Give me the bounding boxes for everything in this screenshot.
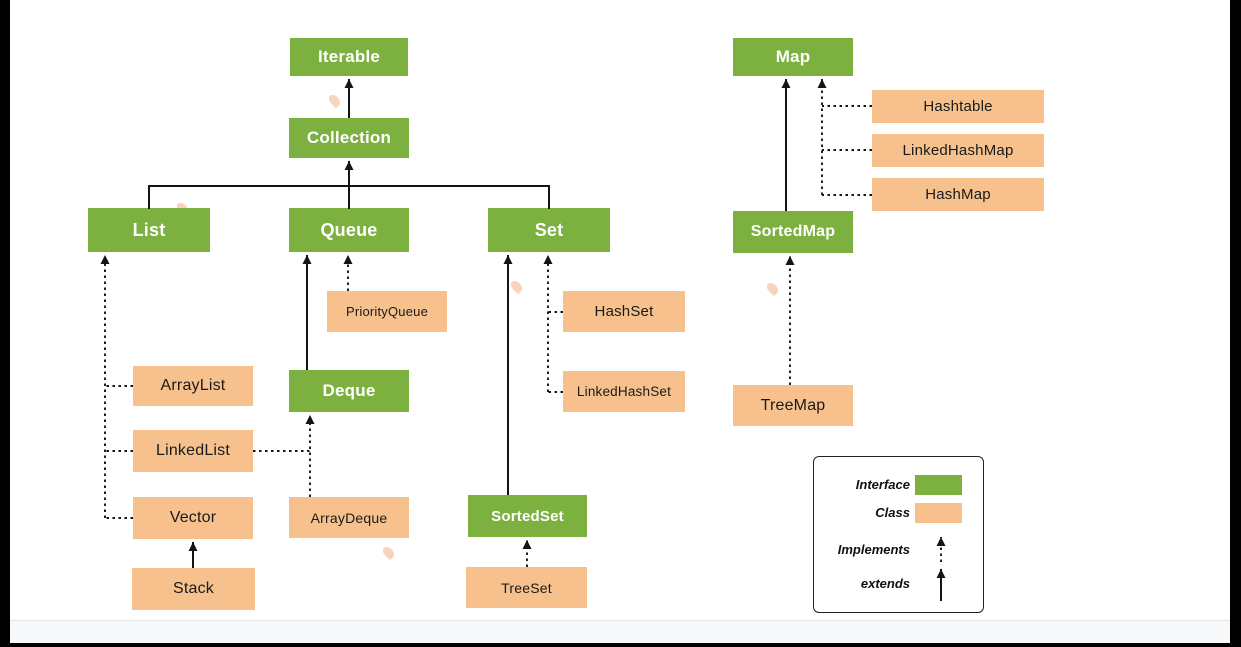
legend-class-swatch (915, 503, 962, 523)
node-treemap: TreeMap (733, 385, 853, 426)
node-list: List (88, 208, 210, 252)
node-stack: Stack (132, 568, 255, 610)
node-hashmap: HashMap (872, 178, 1044, 211)
node-linkedhashmap: LinkedHashMap (872, 134, 1044, 167)
watermark-icon (380, 544, 397, 561)
letterbox-left (0, 0, 10, 647)
node-arraylist: ArrayList (133, 366, 253, 406)
node-linkedhashset: LinkedHashSet (563, 371, 685, 412)
node-vector: Vector (133, 497, 253, 539)
node-linkedlist: LinkedList (133, 430, 253, 472)
node-sortedmap: SortedMap (733, 211, 853, 253)
watermark-icon (508, 278, 525, 295)
node-priorityqueue: PriorityQueue (327, 291, 447, 332)
node-deque: Deque (289, 370, 409, 412)
watermark-icon (326, 92, 343, 109)
node-map: Map (733, 38, 853, 76)
node-treeset: TreeSet (466, 567, 587, 608)
node-hashset: HashSet (563, 291, 685, 332)
node-sortedset: SortedSet (468, 495, 587, 537)
watermark-icon (764, 280, 781, 297)
legend: Interface Class Implements extends (813, 456, 984, 613)
node-iterable: Iterable (290, 38, 408, 76)
node-hashtable: Hashtable (872, 90, 1044, 123)
legend-class-label: Class (875, 505, 910, 520)
node-queue: Queue (289, 208, 409, 252)
letterbox-right (1230, 0, 1241, 647)
bottom-strip (0, 620, 1241, 644)
legend-extends-label: extends (860, 576, 910, 591)
node-arraydeque: ArrayDeque (289, 497, 409, 538)
node-set: Set (488, 208, 610, 252)
legend-interface-swatch (915, 475, 962, 495)
node-collection: Collection (289, 118, 409, 158)
legend-implements-label: Implements (837, 542, 910, 557)
letterbox-bottom (0, 643, 1241, 647)
legend-interface-label: Interface (855, 477, 910, 492)
